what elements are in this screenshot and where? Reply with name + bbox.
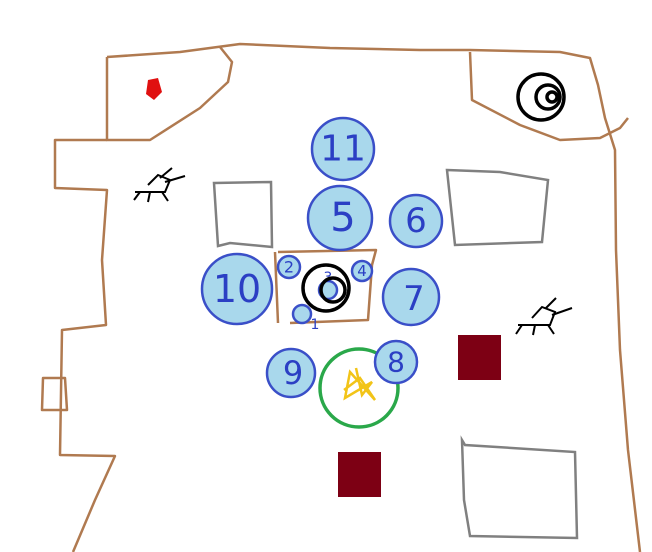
token-circle[interactable] (276, 254, 302, 280)
token-label: 11 (320, 129, 366, 170)
token-circle[interactable] (310, 116, 376, 182)
token-circle[interactable] (200, 252, 274, 326)
small-box (40, 376, 69, 412)
spiral-icon (516, 72, 566, 122)
bug-icon (515, 297, 573, 336)
token-label: 8 (387, 346, 405, 379)
bug-icon (133, 167, 186, 203)
token-label: 2 (284, 258, 294, 277)
obstacle-rect (212, 180, 274, 249)
token-label: 6 (405, 201, 427, 241)
token-7[interactable]: 7 (381, 267, 441, 327)
token-label: 5 (330, 195, 355, 241)
token-circle[interactable] (306, 184, 374, 252)
token-label: 10 (213, 267, 261, 311)
star-icon (343, 367, 377, 401)
token-10[interactable]: 10 (200, 252, 274, 326)
red-blob-icon (146, 78, 162, 100)
outer-wall (106, 42, 642, 552)
token-8[interactable]: 8 (373, 339, 419, 385)
map-boundary (40, 42, 642, 552)
obstacle-rect (460, 435, 579, 540)
token-circle[interactable] (373, 339, 419, 385)
token-11[interactable]: 11 (310, 116, 376, 182)
token-circle[interactable] (350, 259, 374, 283)
token-2[interactable]: 2 (276, 254, 302, 280)
token-label: 9 (283, 354, 303, 392)
token-circle[interactable] (291, 303, 313, 325)
token-6[interactable]: 6 (388, 193, 444, 249)
top-right-room-wall (468, 51, 629, 142)
token-5[interactable]: 5 (306, 184, 374, 252)
left-wall (53, 138, 117, 552)
obstacles (212, 168, 579, 540)
token-circle[interactable] (388, 193, 444, 249)
hazard-square (458, 335, 501, 380)
portal-spiral-center (301, 263, 351, 313)
token-circle[interactable] (381, 267, 441, 327)
token-label: 4 (357, 262, 367, 280)
token-1[interactable]: 1 (291, 303, 320, 333)
token-9[interactable]: 9 (265, 347, 317, 399)
token-circle[interactable] (265, 347, 317, 399)
hazard-square (338, 452, 381, 497)
token-label: 1 (311, 317, 320, 333)
token-4[interactable]: 4 (350, 259, 374, 283)
top-left-room-wall (105, 46, 234, 142)
token-label: 7 (403, 279, 425, 319)
goal-ring (318, 347, 400, 429)
obstacle-rect (445, 168, 550, 247)
